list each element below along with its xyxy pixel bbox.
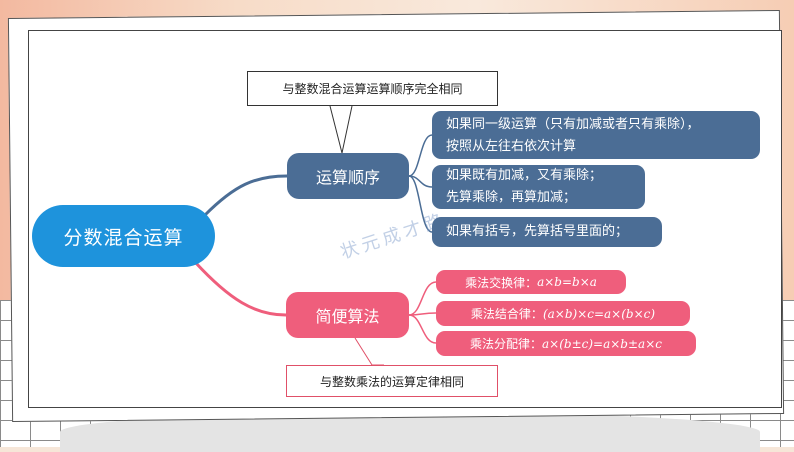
link-order-leaf3 — [408, 175, 433, 233]
link-root-order — [203, 174, 288, 217]
law-formula: a×b=b×a — [537, 275, 597, 289]
callout-order-note: 与整数混合运算运算顺序完全相同 — [247, 71, 498, 106]
rule-line: 先算乘除，再算加减； — [446, 190, 577, 205]
law-name: 乘法分配律： — [470, 337, 543, 351]
link-order-leaf1 — [408, 134, 433, 177]
callout-simplify-note: 与整数乘法的运算定律相同 — [286, 365, 498, 397]
order-rule-brackets: 如果有括号，先算括号里面的； — [432, 217, 662, 247]
rule-line: 如果同一级运算（只有加减或者只有乘除）， — [446, 117, 700, 132]
root-node: 分数混合运算 — [32, 205, 215, 267]
law-commutative: 乘法交换律： a×b=b×a — [436, 270, 626, 294]
rule-line: 如果既有加减，又有乘除； — [446, 168, 603, 183]
order-rule-mixed: 如果既有加减，又有乘除； 先算乘除，再算加减； — [432, 165, 645, 209]
order-rule-same-level: 如果同一级运算（只有加减或者只有乘除）， 按照从左往右依次计算 — [432, 111, 760, 159]
callout-tail-top — [329, 105, 353, 154]
branch-simplified-calculation: 简便算法 — [286, 292, 409, 338]
callout-tail-bottom — [354, 337, 384, 366]
rule-line: 如果有括号，先算括号里面的； — [446, 224, 629, 239]
law-associative: 乘法结合律： (a×b)×c=a×(b×c) — [436, 301, 690, 326]
law-distributive: 乘法分配律： a×(b±c)=a×b±a×c — [436, 331, 696, 356]
link-root-simplify — [193, 260, 287, 317]
law-name: 乘法交换律： — [465, 275, 538, 290]
link-simplify-leaf1 — [408, 281, 437, 316]
branch-operation-order: 运算顺序 — [287, 153, 409, 199]
law-name: 乘法结合律： — [470, 307, 543, 321]
link-simplify-leaf3 — [408, 314, 437, 344]
rule-line: 按照从左往右依次计算 — [446, 139, 577, 154]
law-formula: a×(b±c)=a×b±a×c — [542, 336, 662, 351]
law-formula: (a×b)×c=a×(b×c) — [542, 306, 656, 321]
